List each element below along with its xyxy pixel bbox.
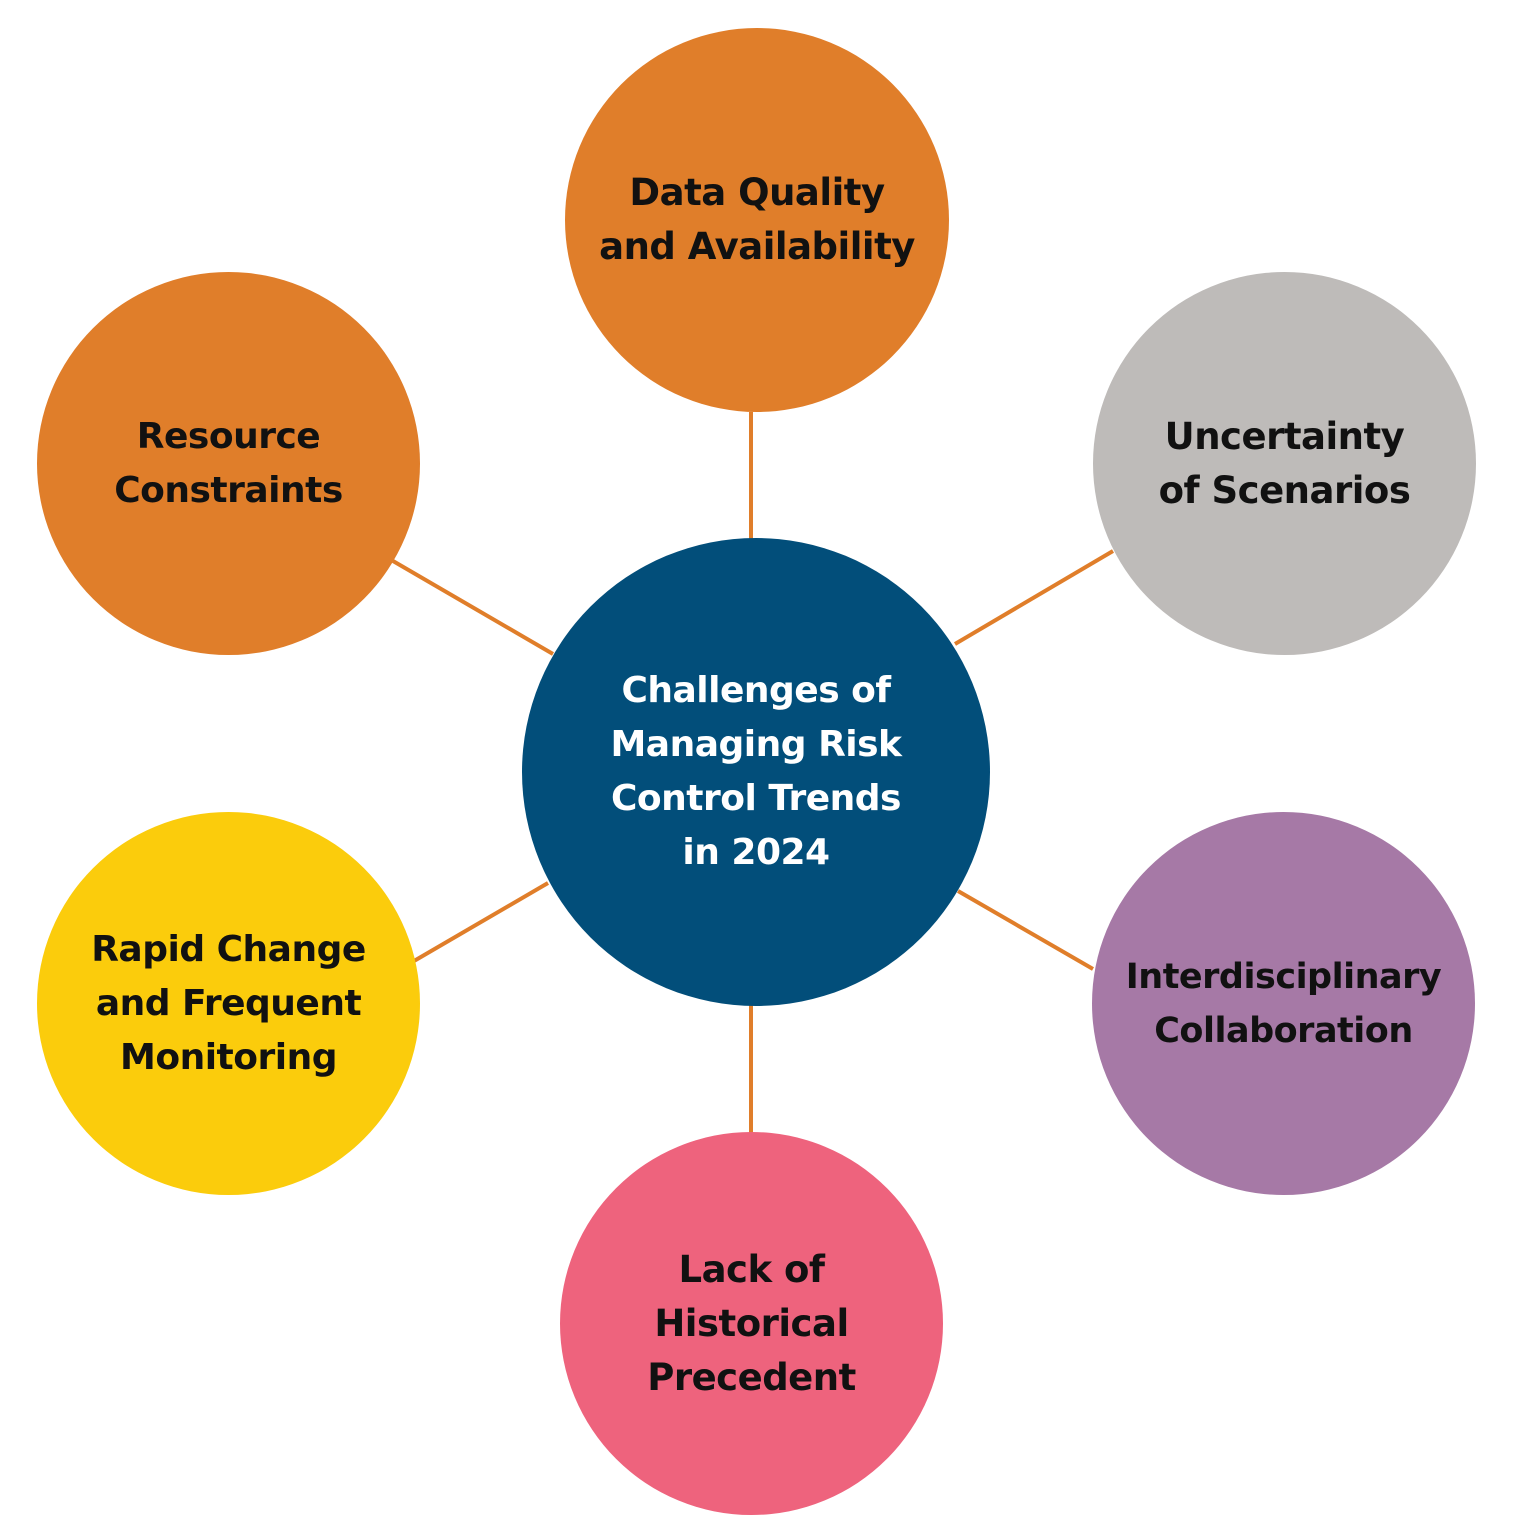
node-data-quality: Data Quality and Availability [565,28,949,412]
node-rapid-change-label: Rapid Change and Frequent Monitoring [91,928,366,1078]
node-lack-of-historical-precedent: Lack of Historical Precedent [560,1132,943,1515]
connector-bottom-left [412,881,550,963]
node-data-quality-label: Data Quality and Availability [599,171,915,268]
node-interdisciplinary-collaboration-label: Interdisciplinary Collaboration [1125,956,1442,1051]
node-resource-constraints-label: Resource Constraints [114,415,343,511]
center-node: Challenges of Managing Risk Control Tren… [522,538,990,1006]
center-node-label: Challenges of Managing Risk Control Tren… [610,670,902,873]
node-uncertainty-of-scenarios-label: Uncertainty of Scenarios [1158,414,1411,512]
node-interdisciplinary-collaboration: Interdisciplinary Collaboration [1092,812,1475,1195]
node-uncertainty-of-scenarios: Uncertainty of Scenarios [1093,272,1476,655]
node-resource-constraints: Resource Constraints [37,272,420,655]
connector-bottom-right [956,889,1095,971]
node-rapid-change: Rapid Change and Frequent Monitoring [37,812,420,1195]
connector-top-right [953,549,1115,646]
connector-top-left [391,559,555,656]
node-lack-of-historical-precedent-label: Lack of Historical Precedent [647,1247,856,1399]
